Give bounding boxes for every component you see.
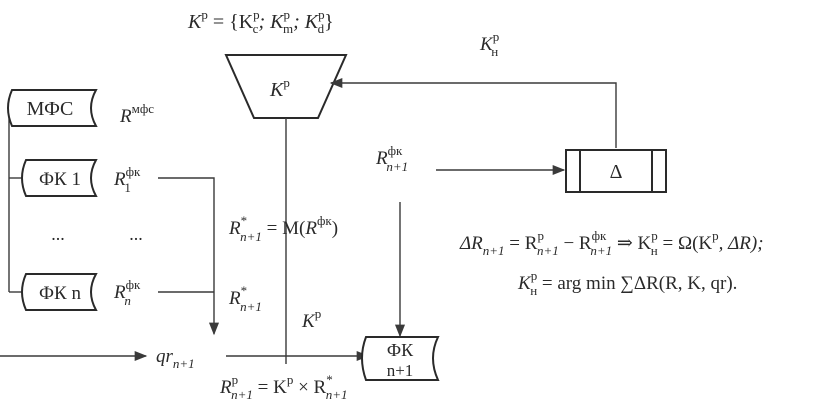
fk-next-label-line1: ФК [387,340,414,360]
kp-funnel-block [224,54,348,119]
dots-left: ... [51,224,65,244]
kp-funnel-label: Kр [269,75,290,101]
fk-next-block [361,336,440,381]
feedback-arrow [329,77,617,148]
fk1-label: ФК 1 [39,169,81,190]
mfs-label: МФС [27,98,74,120]
fk1-block [21,159,98,197]
mfs-block [7,89,98,127]
fkn-label: ФК n [39,283,81,304]
qr-label: qrn+1 [156,346,195,371]
r1-to-qr-arrow [158,177,220,336]
delta-block [565,149,667,193]
kp-mid-label: Kр [301,306,321,332]
fkn-block [21,273,98,311]
rstar-mean-formula: R*n+1 = M(Rфк) [228,213,338,244]
dots-right: ... [129,224,143,244]
fk-next-label-line2: n+1 [387,361,414,380]
delta-label: Δ [610,161,623,183]
rstar-label: R*n+1 [228,283,262,314]
r-mfs-label: Rмфс [119,101,154,127]
